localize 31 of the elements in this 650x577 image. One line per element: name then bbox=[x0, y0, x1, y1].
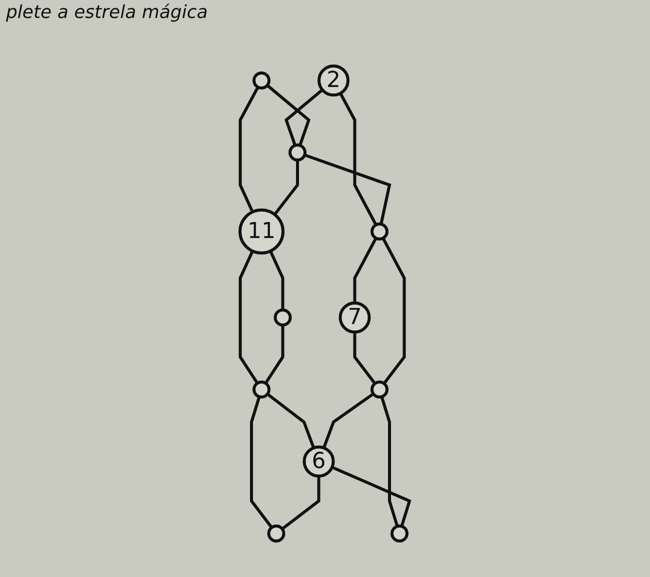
connector bbox=[282, 476, 320, 530]
node-circle bbox=[288, 144, 307, 162]
handwritten-title: plete a estrela mágica bbox=[6, 2, 208, 23]
connector bbox=[239, 86, 260, 213]
node-circle: 6 bbox=[303, 446, 335, 478]
node-circle: 7 bbox=[339, 302, 371, 334]
connector bbox=[266, 84, 311, 146]
connector bbox=[354, 237, 378, 303]
node-circle bbox=[390, 524, 409, 542]
connector bbox=[274, 160, 300, 216]
connector bbox=[269, 250, 284, 310]
connector bbox=[304, 154, 392, 224]
node-circle: 2 bbox=[318, 64, 350, 96]
node-circle bbox=[274, 308, 292, 326]
connector bbox=[332, 466, 412, 527]
connector bbox=[284, 88, 324, 146]
node-circle bbox=[370, 380, 389, 398]
connector bbox=[266, 392, 316, 448]
node-circle bbox=[252, 72, 271, 90]
node-circle bbox=[268, 524, 286, 542]
connector bbox=[339, 92, 378, 226]
connector bbox=[239, 250, 259, 384]
node-circle bbox=[252, 380, 271, 398]
connector bbox=[354, 332, 376, 384]
connector bbox=[382, 237, 406, 384]
connector bbox=[250, 396, 274, 528]
connector bbox=[380, 396, 399, 527]
connector bbox=[264, 325, 284, 384]
node-circle bbox=[370, 222, 389, 240]
connector bbox=[322, 392, 374, 448]
node-circle: 11 bbox=[238, 208, 285, 254]
